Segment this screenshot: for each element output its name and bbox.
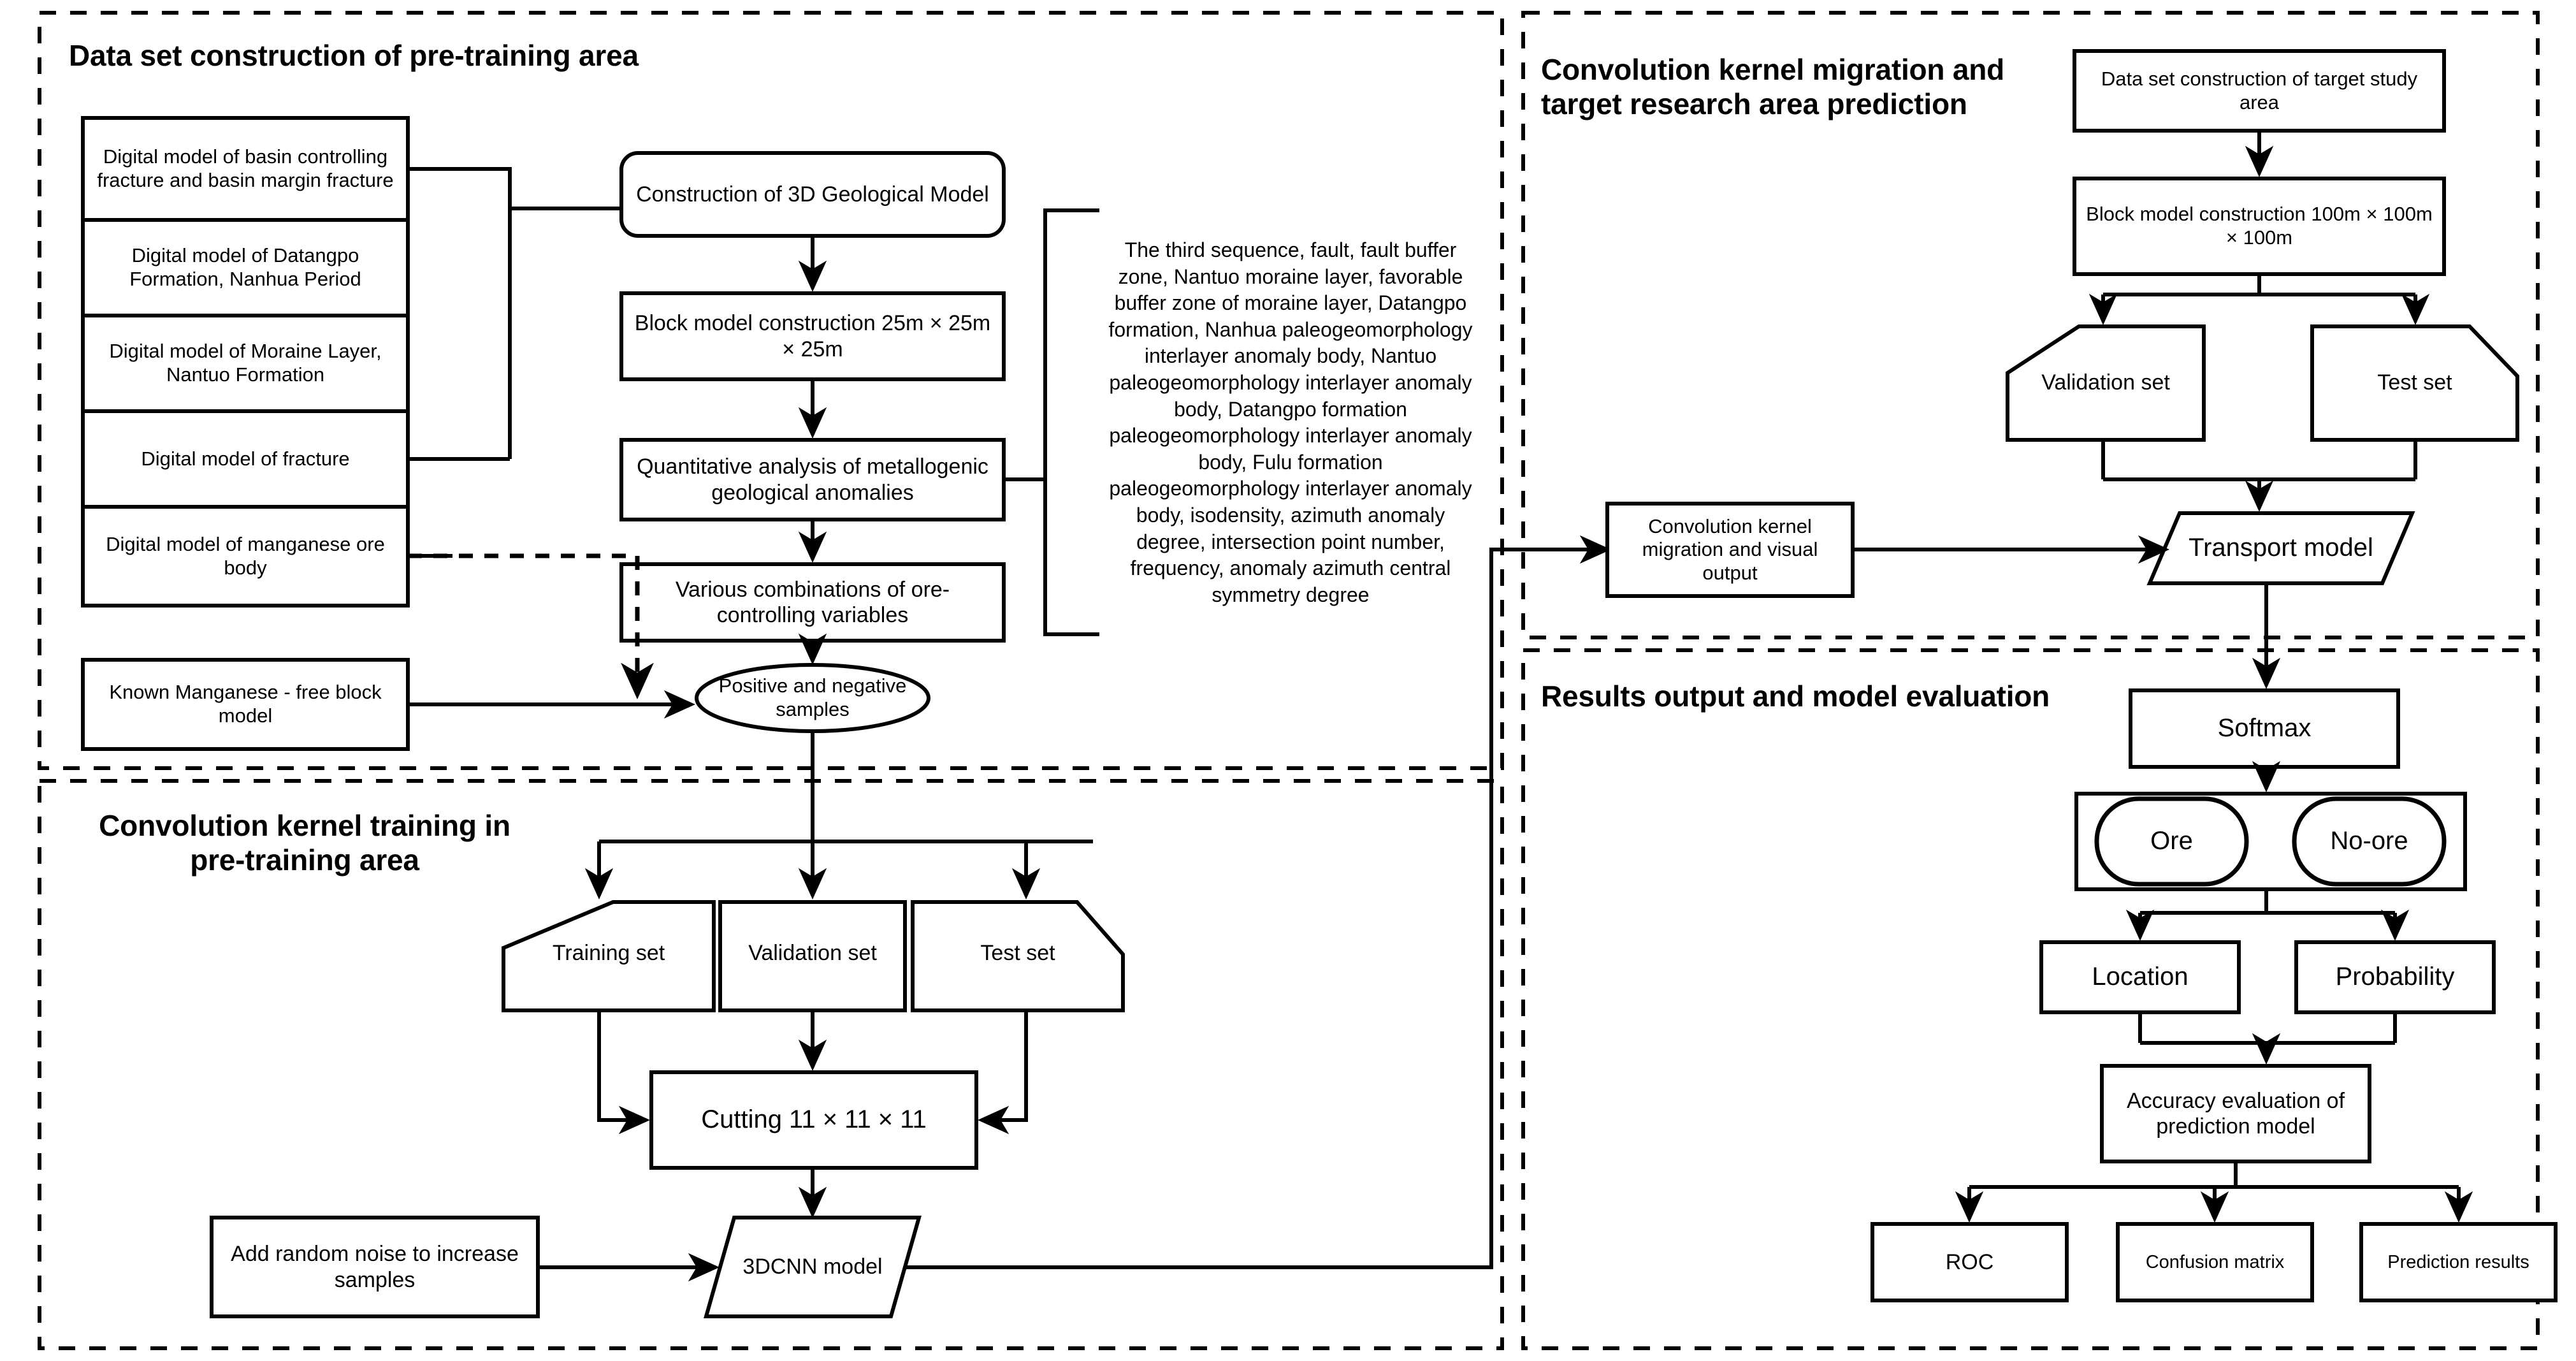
- conn-training-to-cutting: [597, 1010, 651, 1135]
- node-target-dataset: [2073, 49, 2446, 133]
- panel-title-pretrain-dataset: Data set construction of pre-training ar…: [69, 39, 639, 72]
- conn-cnn-to-migration: [904, 535, 1612, 1269]
- node-digital-moraine: [81, 314, 410, 413]
- node-test-set: [911, 900, 1125, 1012]
- node-positive-negative-samples: [695, 663, 930, 733]
- node-digital-basin-fracture: [81, 116, 410, 222]
- node-ore-controlling-variables: [619, 562, 1006, 643]
- label-variable-list: The third sequence, fault, fault buffer …: [1108, 238, 1473, 606]
- node-test-set-target: [2310, 324, 2519, 442]
- node-prediction-results: [2359, 1222, 2558, 1302]
- node-accuracy-evaluation: [2100, 1064, 2371, 1163]
- node-transport-model: [2146, 511, 2415, 585]
- node-validation-set-target: [2006, 324, 2206, 442]
- node-roc: [1870, 1222, 2069, 1302]
- conn-manganese-dashed: [408, 553, 654, 700]
- node-validation-set: [718, 900, 907, 1012]
- node-cutting: [649, 1070, 978, 1170]
- node-location: [2039, 940, 2241, 1014]
- node-no-ore: [2292, 796, 2447, 887]
- panel-title-results-eval: Results output and model evaluation: [1541, 680, 2050, 713]
- node-add-random-noise: [210, 1216, 540, 1318]
- variable-list-bracket: [1043, 208, 1099, 636]
- node-3dcnn-model: [704, 1216, 922, 1318]
- node-confusion-matrix: [2116, 1222, 2314, 1302]
- panel-title-kernel-training: Convolution kernel training in pre-train…: [99, 809, 510, 877]
- node-block-model-25m: [619, 291, 1006, 381]
- conn-test-to-cutting: [977, 1010, 1028, 1135]
- node-ore: [2094, 796, 2249, 887]
- node-softmax: [2129, 688, 2400, 769]
- node-digital-manganese-ore: [81, 505, 410, 608]
- node-digital-fracture: [81, 409, 410, 509]
- node-quantitative-analysis: [619, 438, 1006, 521]
- panel-border-kernel-migration: [1521, 11, 2540, 639]
- node-block-model-100m: [2073, 177, 2446, 276]
- panel-border-kernel-training: [38, 779, 1504, 1350]
- node-digital-datangpo: [81, 218, 410, 317]
- conn-left-spine-upper: [408, 167, 621, 210]
- panel-title-kernel-migration: Convolution kernel migration and target …: [1541, 53, 2005, 121]
- node-kernel-migration-output: [1605, 502, 1855, 598]
- node-known-mn-free-block: [81, 658, 410, 751]
- panel-border-pretrain-dataset: [38, 11, 1504, 770]
- node-probability: [2294, 940, 2496, 1014]
- node-construction-3d-geological: [619, 151, 1006, 238]
- node-training-set: [502, 900, 716, 1012]
